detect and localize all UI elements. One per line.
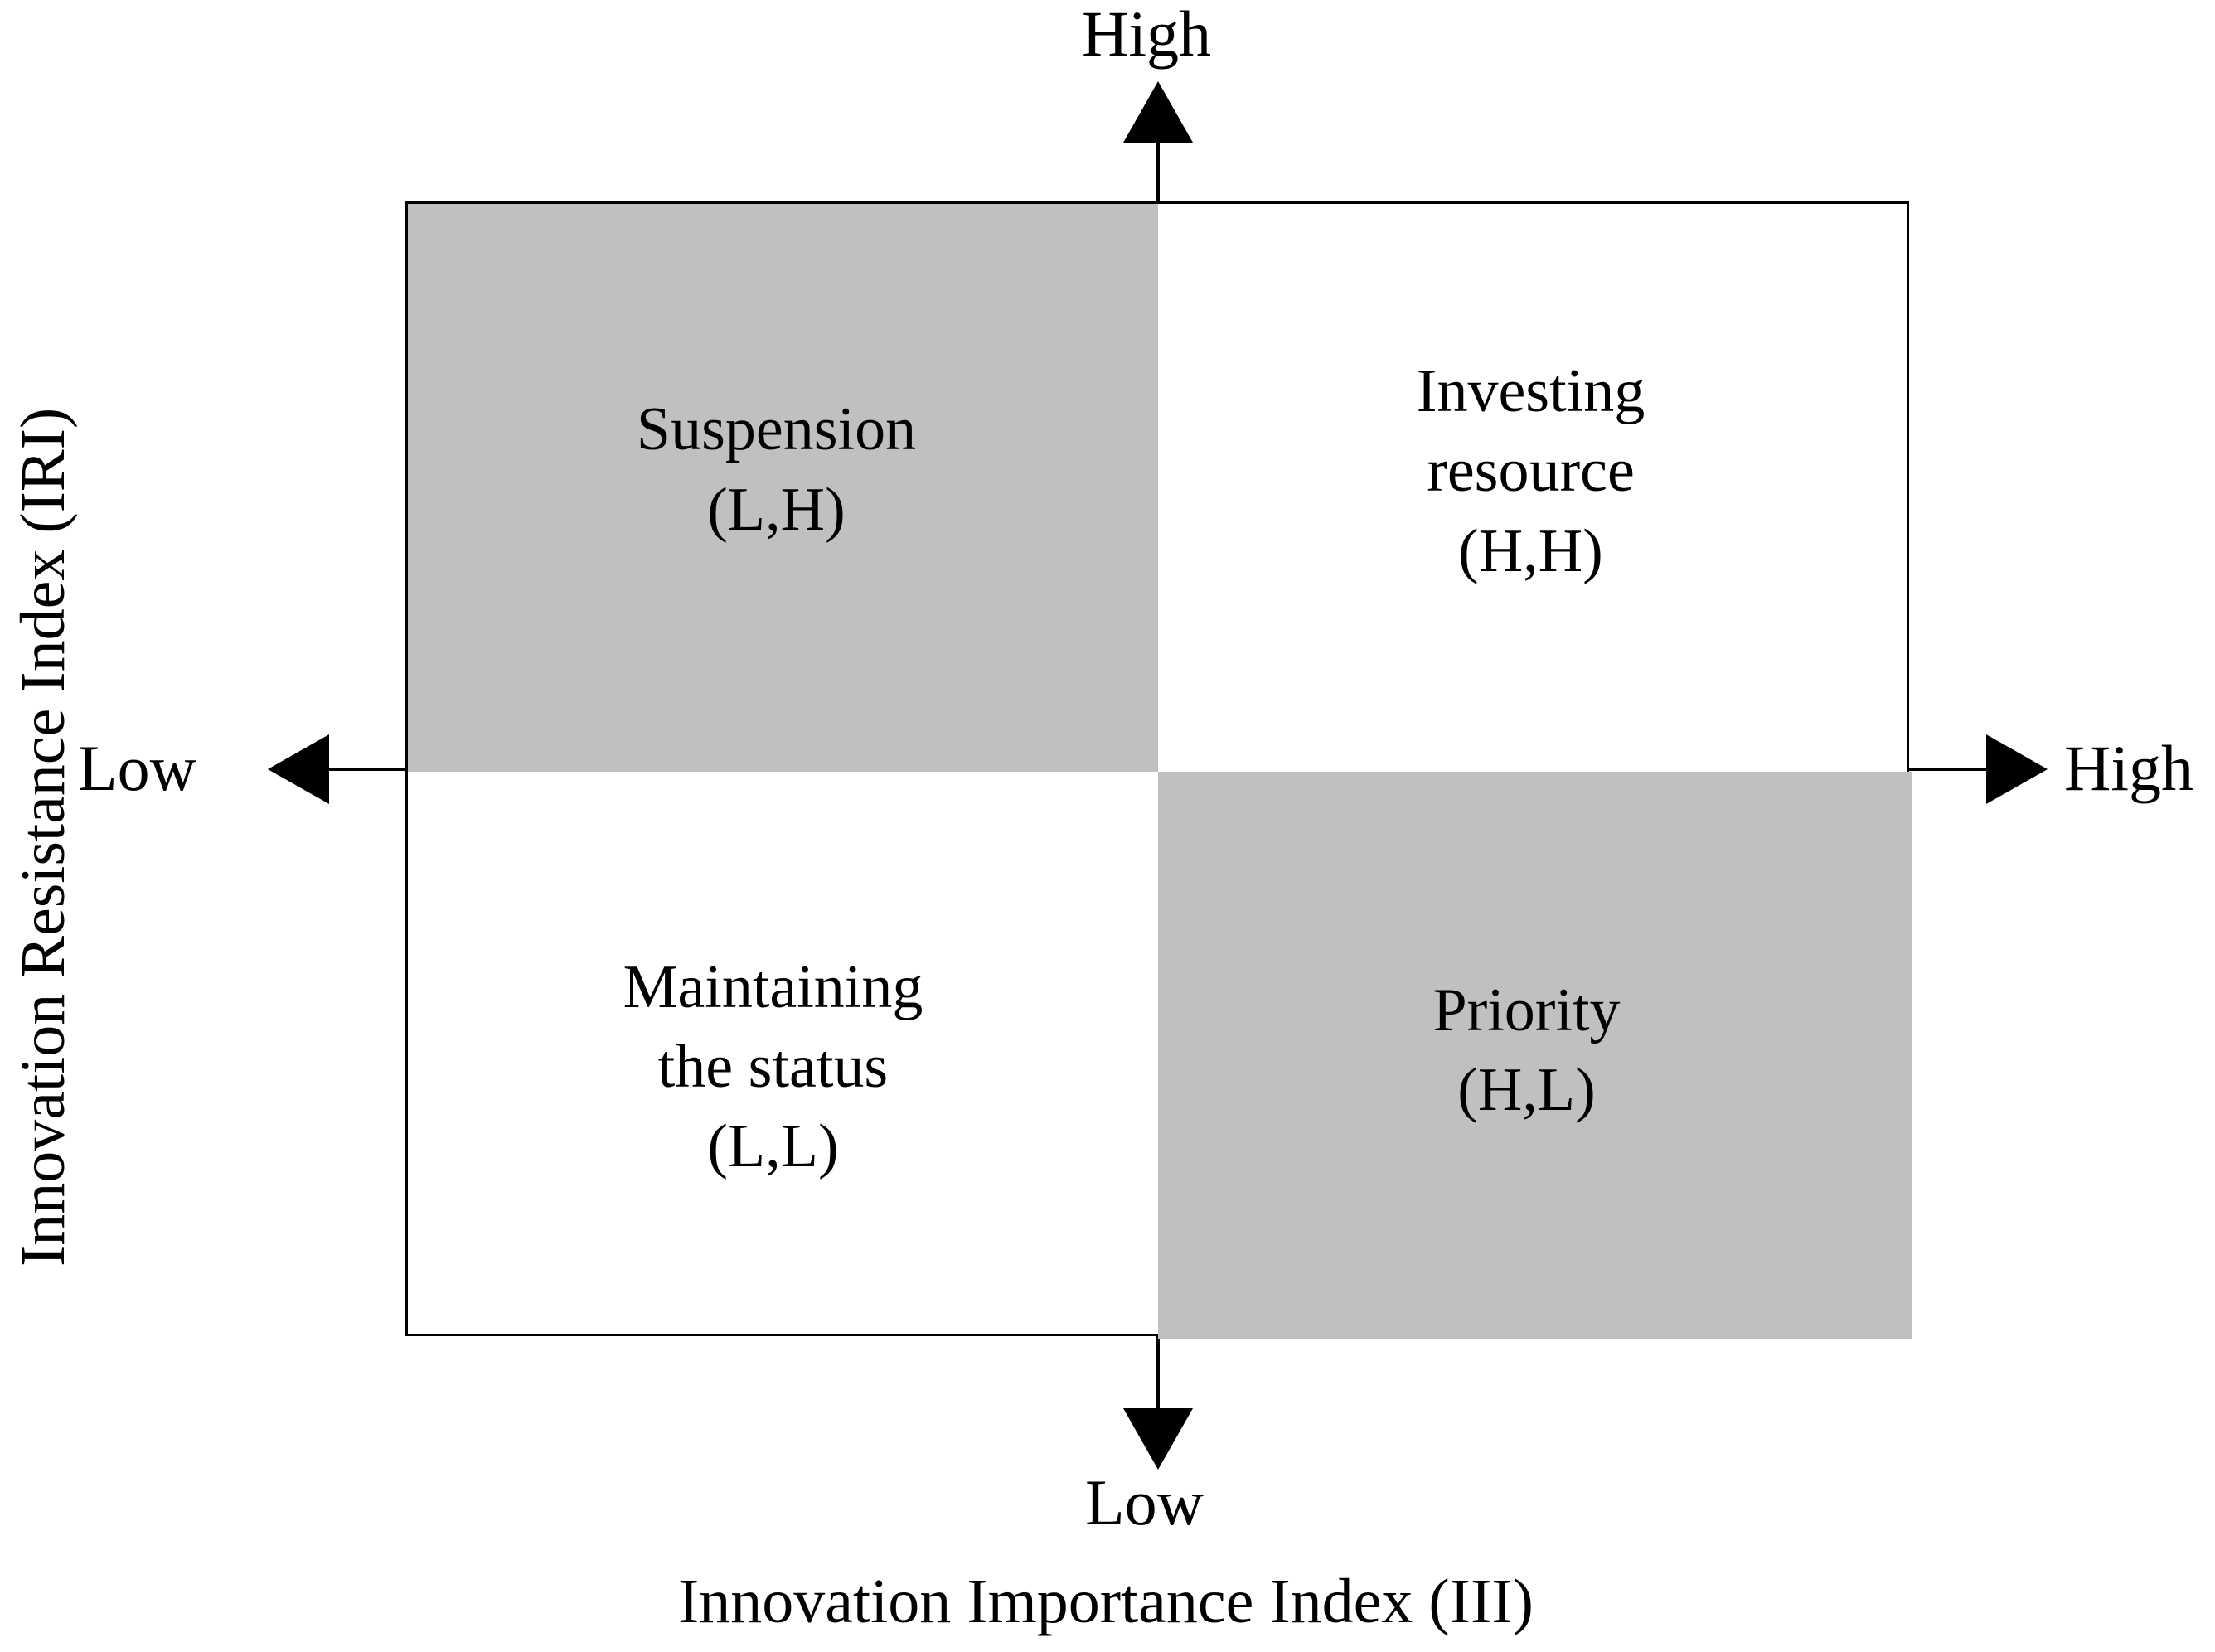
axis-arrow-right-icon (1986, 734, 2048, 804)
axis-arrow-down-icon (1123, 1408, 1193, 1470)
axis-arrow-left-icon (268, 734, 329, 804)
y-axis-title: Innovation Resistance Index (IRI) (8, 407, 78, 1267)
axis-arrow-up-icon (1123, 81, 1193, 143)
y-axis-high-label: High (1082, 0, 1211, 70)
quadrant-maintaining-the-status-label: Maintaining the status (L,L) (623, 952, 923, 1181)
quadrant-investing-resource: Investing resource (H,H) (1158, 204, 1912, 772)
quadrant-investing-resource-label: Investing resource (H,H) (1416, 357, 1645, 585)
x-axis-low-label: Low (78, 732, 196, 804)
y-axis-low-label: Low (1085, 1466, 1204, 1538)
quadrant-priority: Priority (H,L) (1158, 772, 1912, 1339)
quadrant-priority-label: Priority (H,L) (1432, 976, 1621, 1124)
quadrant-maintaining-the-status: Maintaining the status (L,L) (408, 772, 1158, 1339)
quadrant-suspension: Suspension (L,H) (408, 204, 1158, 772)
quadrant-suspension-label: Suspension (L,H) (636, 395, 917, 544)
matrix-box: Suspension (L,H) Investing resource (H,H… (405, 201, 1912, 1339)
x-axis-title: Innovation Importance Index (III) (678, 1567, 1534, 1636)
x-axis-high-label: High (2064, 732, 2193, 804)
